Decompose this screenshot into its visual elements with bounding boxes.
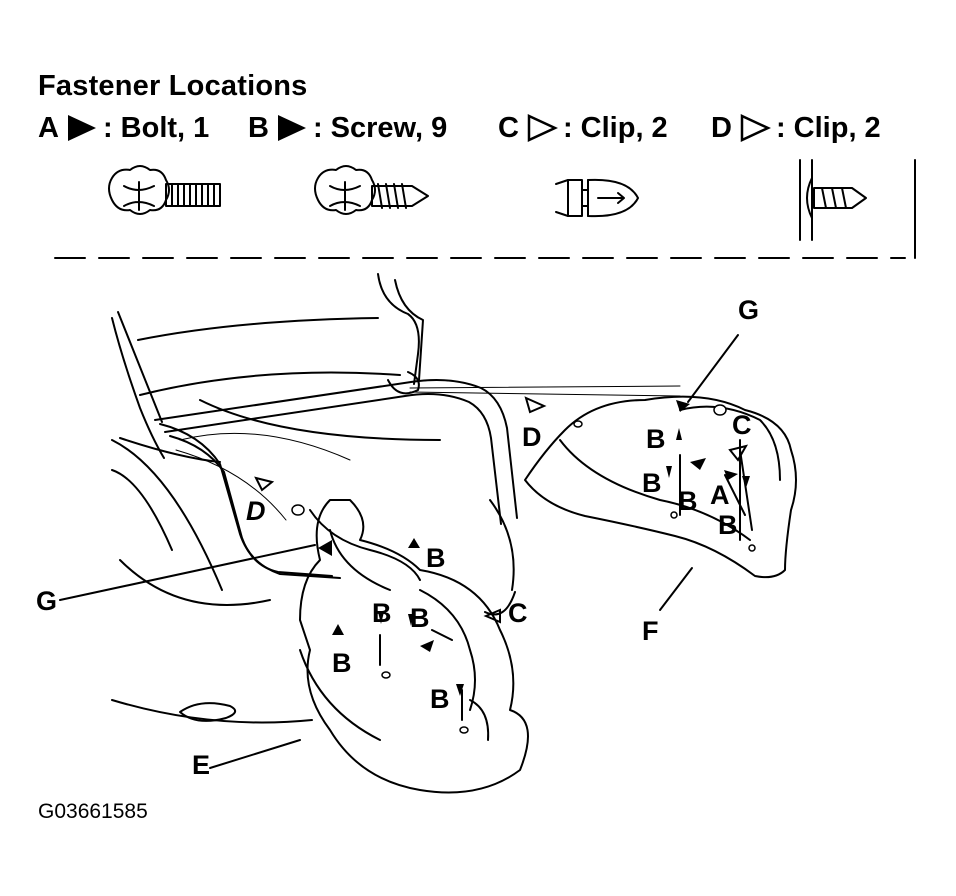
legend-item-b: B : Screw, 9: [248, 108, 447, 148]
callout-b: B: [678, 486, 698, 516]
legend-letter: D: [711, 111, 732, 144]
legend-letter: C: [498, 111, 519, 144]
callout-b: B: [718, 510, 738, 540]
callout-b: B: [646, 424, 666, 454]
callout-f: F: [642, 616, 659, 646]
legend-item-d: D : Clip, 2: [711, 108, 881, 148]
fastener-legend: A : Bolt, 1 B : Screw, 9 C : Clip, 2 D :…: [38, 108, 918, 148]
callout-b: B: [372, 598, 392, 628]
screw-illustration: [314, 165, 429, 215]
clip-d-illustration: [799, 159, 867, 241]
callout-b: B: [430, 684, 450, 714]
legend-desc: : Bolt, 1: [102, 111, 210, 144]
legend-desc: : Clip, 2: [775, 111, 881, 144]
callout-b: B: [410, 603, 430, 633]
callout-b: B: [642, 468, 662, 498]
outline-triangle-icon: [740, 114, 771, 142]
callout-d-lower: D: [246, 496, 266, 526]
clip-c-illustration: [555, 178, 639, 218]
legend-desc: : Screw, 9: [312, 111, 448, 144]
leader-line-e: [209, 739, 301, 769]
callout-c-mid: C: [508, 598, 528, 628]
callout-b: B: [332, 648, 352, 678]
part-e-lining: [299, 499, 529, 794]
bolt-illustration: [108, 165, 221, 215]
filled-triangle-icon: [277, 115, 306, 141]
leader-line-f: [659, 567, 693, 611]
filled-triangle-icon: [67, 115, 96, 141]
fastener-markers: [318, 400, 750, 696]
outline-triangle-icon: [527, 114, 558, 142]
legend-desc: : Clip, 2: [562, 111, 668, 144]
callout-e: E: [192, 750, 211, 780]
figure-code: G03661585: [38, 800, 148, 823]
legend-item-a: A : Bolt, 1: [38, 108, 209, 148]
clip-markers: [254, 396, 749, 624]
legend-letter: B: [248, 111, 269, 144]
legend-letter: A: [38, 111, 59, 144]
callout-g-top: G: [738, 295, 760, 325]
callout-a-right: A: [710, 480, 730, 510]
callout-d-upper: D: [522, 422, 542, 452]
callout-c-right: C: [732, 410, 752, 440]
fastener-holes: [291, 404, 756, 734]
callout-g-left: G: [36, 586, 58, 616]
callout-b: B: [426, 543, 446, 573]
legend-item-c: C : Clip, 2: [498, 108, 668, 148]
page-title: Fastener Locations: [38, 70, 308, 102]
leader-line-g-left: [59, 544, 316, 601]
leader-line-g-top: [687, 334, 739, 403]
car-body-illustration: [111, 273, 681, 724]
